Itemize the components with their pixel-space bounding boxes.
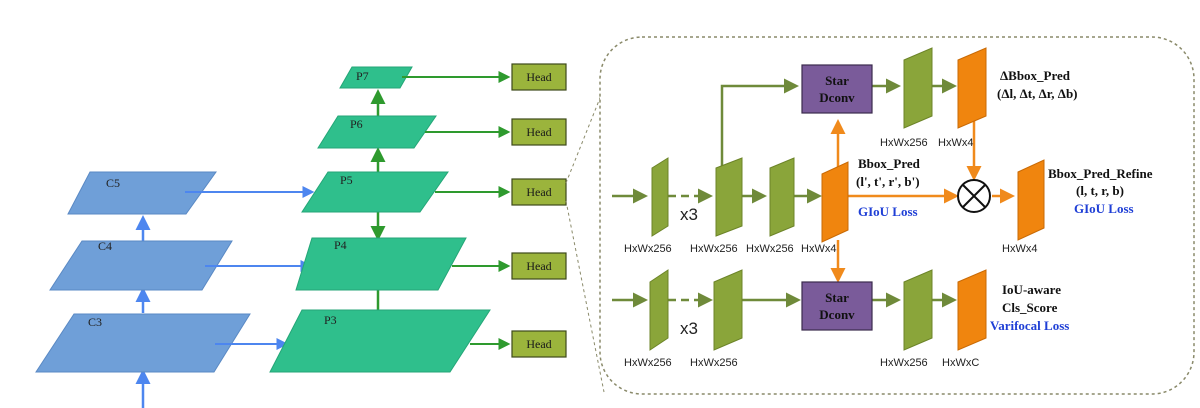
c4-label: C4	[98, 239, 112, 253]
dim-upper-1: HxWx256	[624, 243, 672, 255]
detail-connectors	[612, 78, 1015, 308]
delta-bbox-title: ΔBbox_Pred	[1000, 68, 1071, 83]
head-detail-panel	[599, 36, 1195, 395]
feature-delta-bbox	[957, 47, 987, 129]
p5-plane	[301, 171, 449, 213]
bbox-pred-vars: (l', t', r', b')	[856, 174, 920, 189]
multiply-icon	[957, 179, 991, 213]
feature-bbox-refine	[1017, 159, 1045, 241]
p6-plane	[317, 115, 437, 149]
p3-plane	[269, 309, 491, 373]
zoom-line-top	[565, 87, 605, 184]
head-box-p4	[511, 252, 567, 280]
c3-plane	[35, 313, 251, 373]
feature-upper-2	[715, 157, 743, 237]
dim-cls: HxWxC	[942, 357, 979, 369]
dim-refine: HxWx4	[1002, 243, 1037, 255]
star-dconv-bottom-line1: Star	[825, 290, 849, 305]
head-box-p6	[511, 118, 567, 146]
giou-loss-bbox: GIoU Loss	[858, 204, 918, 219]
fpn: P7 P6 P5 P4 P3	[269, 66, 511, 373]
lower-branch-features	[649, 269, 987, 351]
star-dconv-top-line1: Star	[825, 73, 849, 88]
dim-top-256: HxWx256	[880, 137, 928, 149]
repeat-label-lower: x3	[680, 319, 698, 338]
dim-lower-1: HxWx256	[624, 357, 672, 369]
p3-label: P3	[324, 313, 337, 327]
head-box-p7	[511, 63, 567, 91]
feature-lower-2	[713, 269, 743, 351]
p5-label: P5	[340, 173, 353, 187]
p7-label: P7	[356, 69, 369, 83]
dim-bbox-pred: HxWx4	[801, 243, 836, 255]
dim-lower-256: HxWx256	[880, 357, 928, 369]
feature-bbox-pred	[821, 161, 849, 243]
bbox-refine-vars: (l, t, r, b)	[1076, 183, 1124, 198]
upper-branch-features	[651, 157, 849, 243]
feature-lower-256	[903, 269, 933, 351]
feature-upper-3	[769, 157, 795, 237]
star-dconv-bottom	[801, 281, 873, 331]
iou-aware-line1: IoU-aware	[1002, 282, 1061, 297]
repeat-label-upper: x3	[680, 205, 698, 224]
dim-upper-3: HxWx256	[746, 243, 794, 255]
head-label-p4: Head	[526, 259, 551, 273]
dim-delta: HxWx4	[938, 137, 973, 149]
delta-bbox-vars: (Δl, Δt, Δr, Δb)	[997, 86, 1078, 101]
zoom-line-bottom	[565, 200, 605, 393]
head-label-p6: Head	[526, 125, 551, 139]
c3-label: C3	[88, 315, 102, 329]
feature-cls-score	[957, 269, 987, 351]
top-branch-features	[903, 47, 987, 129]
head-label-p7: Head	[526, 70, 551, 84]
feature-top-256	[903, 47, 933, 129]
head-box-p5	[511, 178, 567, 206]
arrow-to-star-top	[720, 78, 799, 166]
c5-plane	[67, 171, 217, 215]
feature-upper-1	[651, 157, 669, 237]
feature-lower-1	[649, 269, 669, 351]
head-label-p3: Head	[526, 337, 551, 351]
p7-plane	[339, 66, 413, 89]
head-label-p5: Head	[526, 185, 551, 199]
dim-lower-2: HxWx256	[690, 357, 738, 369]
head-boxes: Head Head Head Head Head	[511, 63, 567, 358]
p4-label: P4	[334, 238, 347, 252]
p4-plane	[295, 237, 467, 291]
bbox-refine-title: Bbox_Pred_Refine	[1048, 166, 1153, 181]
head-box-p3	[511, 330, 567, 358]
p6-label: P6	[350, 117, 363, 131]
star-dconv-bottom-line2: Dconv	[819, 307, 855, 322]
c5-label: C5	[106, 176, 120, 190]
star-dconv-top	[801, 64, 873, 114]
c4-plane	[49, 240, 233, 291]
backbone: C5 C4 C3	[35, 171, 315, 408]
dim-upper-2: HxWx256	[690, 243, 738, 255]
iou-aware-line2: Cls_Score	[1002, 300, 1058, 315]
giou-loss-refine: GIoU Loss	[1074, 201, 1134, 216]
varifocal-loss: Varifocal Loss	[990, 318, 1069, 333]
bbox-pred-title: Bbox_Pred	[858, 156, 921, 171]
star-dconv-top-line2: Dconv	[819, 90, 855, 105]
